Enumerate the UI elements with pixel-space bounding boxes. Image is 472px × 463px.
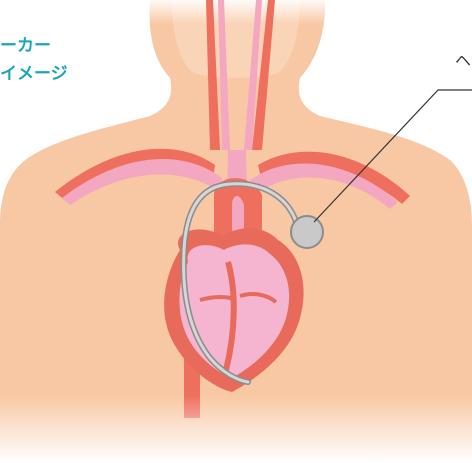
title-line-2: イメージ xyxy=(0,64,68,84)
title-line-1: ーカー xyxy=(0,36,51,56)
callout-label: ヘ xyxy=(455,52,471,70)
pacemaker-device xyxy=(291,216,323,248)
